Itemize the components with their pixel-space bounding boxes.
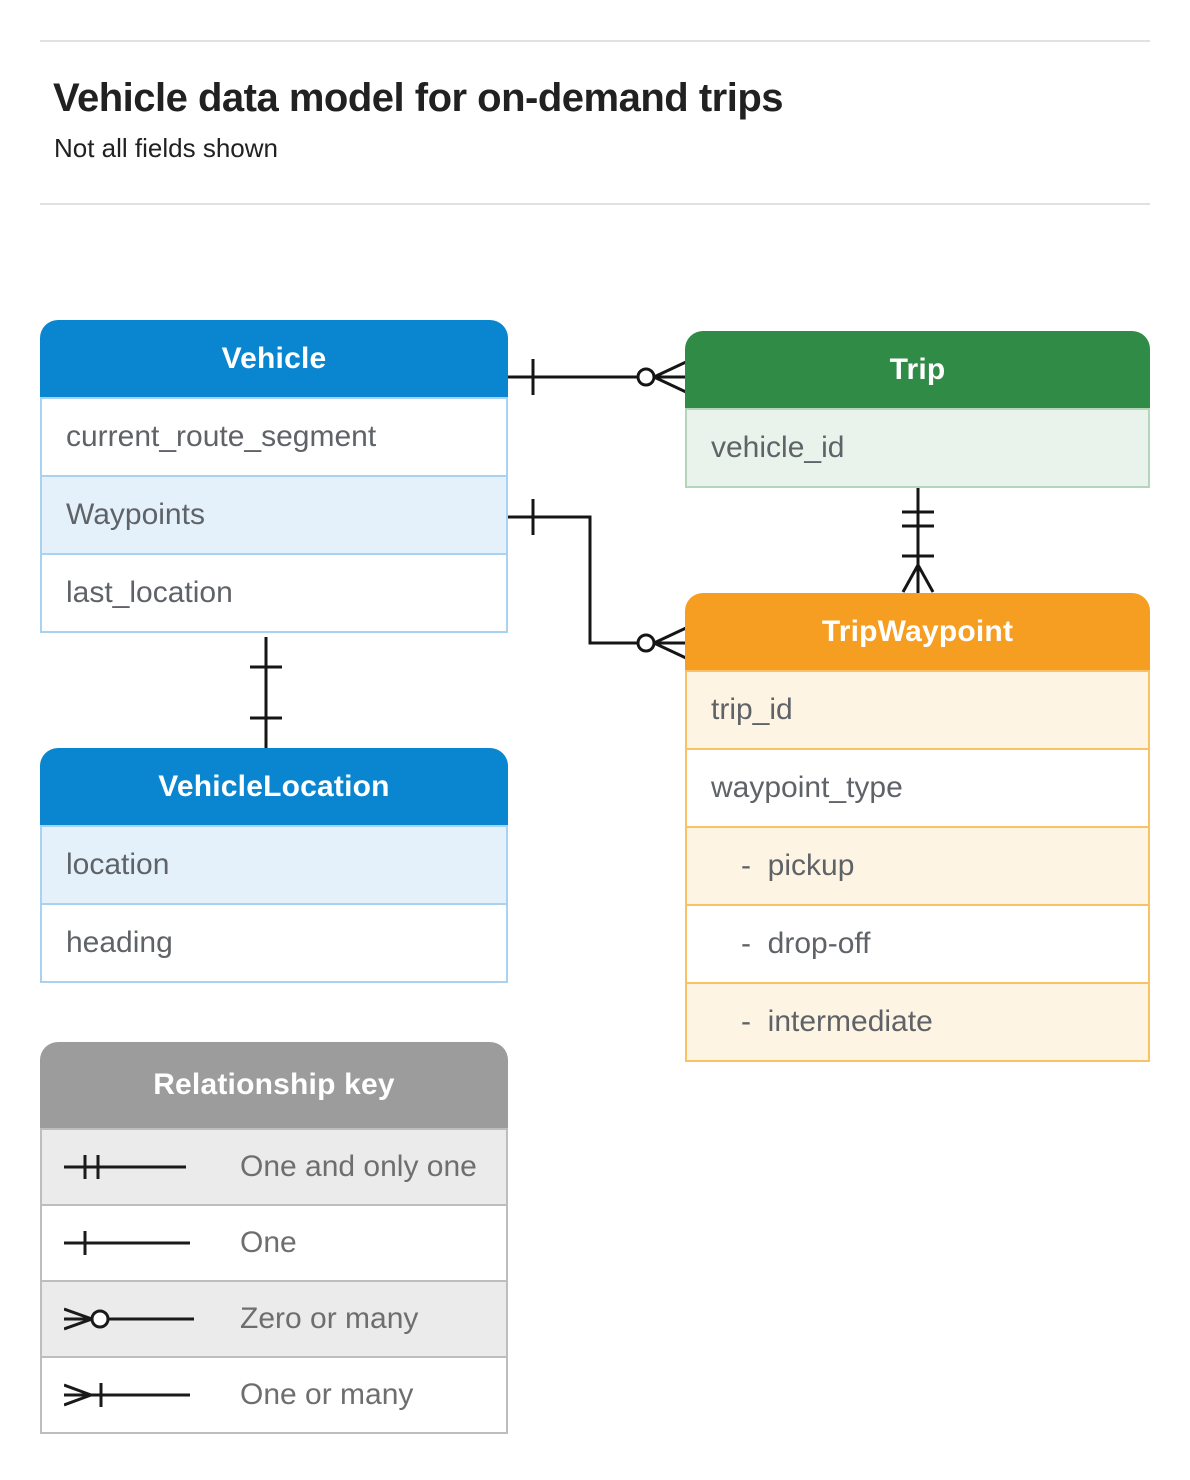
entity-vehiclelocation-title: VehicleLocation xyxy=(40,748,508,825)
legend-label: Zero or many xyxy=(240,1302,419,1335)
entity-vehicle: Vehicle current_route_segment Waypoints … xyxy=(40,320,508,633)
legend-label: One and only one xyxy=(240,1150,477,1183)
entity-trip-title: Trip xyxy=(685,331,1150,408)
field-waypoint-type: waypoint_type xyxy=(685,748,1150,828)
one-icon xyxy=(64,1231,190,1255)
connector-vehicle-trip xyxy=(508,359,687,395)
connector-vehicle-vehiclelocation xyxy=(250,637,282,748)
one-and-only-one-icon xyxy=(64,1155,186,1179)
relationship-key-title: Relationship key xyxy=(40,1042,508,1128)
field-current-route-segment: current_route_segment xyxy=(40,397,508,477)
page-subtitle: Not all fields shown xyxy=(54,133,278,163)
connector-waypoints-tripwaypoint xyxy=(508,499,687,660)
entity-tripwaypoint: TripWaypoint trip_id waypoint_type - pic… xyxy=(685,593,1150,1062)
field-waypoints: Waypoints xyxy=(40,475,508,555)
entity-trip: Trip vehicle_id xyxy=(685,331,1150,488)
enum-pickup: - pickup xyxy=(685,826,1150,906)
entity-vehiclelocation: VehicleLocation location heading xyxy=(40,748,508,983)
field-trip-id: trip_id xyxy=(685,670,1150,750)
field-location: location xyxy=(40,825,508,905)
one-or-many-icon xyxy=(64,1383,190,1407)
field-vehicle-id: vehicle_id xyxy=(685,408,1150,488)
enum-drop-off: - drop-off xyxy=(685,904,1150,984)
enum-intermediate: - intermediate xyxy=(685,982,1150,1062)
connector-trip-tripwaypoint xyxy=(901,488,935,593)
legend-row-zero-or-many: Zero or many xyxy=(40,1280,508,1358)
page-title: Vehicle data model for on-demand trips xyxy=(53,76,784,120)
legend-row-one-or-many: One or many xyxy=(40,1356,508,1434)
field-heading: heading xyxy=(40,903,508,983)
legend-label: One or many xyxy=(240,1378,414,1411)
relationship-key: Relationship key One and only one One xyxy=(40,1042,508,1434)
zero-or-many-icon xyxy=(64,1307,194,1331)
legend-row-one-and-only-one: One and only one xyxy=(40,1128,508,1206)
top-divider xyxy=(40,40,1150,42)
entity-vehicle-title: Vehicle xyxy=(40,320,508,397)
field-last-location: last_location xyxy=(40,553,508,633)
header-divider xyxy=(40,203,1150,205)
legend-row-one: One xyxy=(40,1204,508,1282)
legend-label: One xyxy=(240,1226,297,1259)
entity-tripwaypoint-title: TripWaypoint xyxy=(685,593,1150,670)
